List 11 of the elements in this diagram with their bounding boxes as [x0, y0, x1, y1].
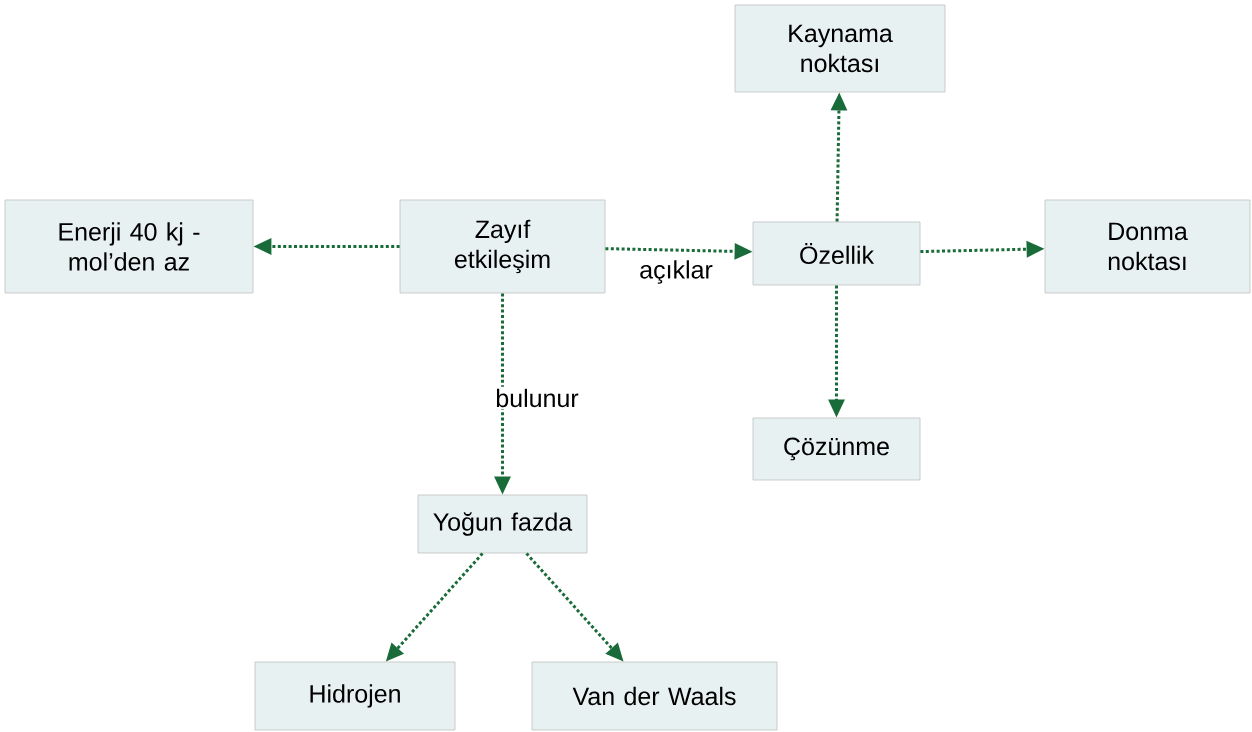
concept-box: Kaynama noktası: [734, 4, 946, 93]
edge-label: açıklar: [637, 258, 715, 286]
concept-box: Van der Waals: [531, 661, 778, 731]
concept-box: Hidrojen: [254, 661, 456, 731]
concept-box: Özellik: [752, 221, 921, 286]
edge-label: bulunur: [493, 386, 581, 410]
concept-box: Çözünme: [752, 417, 921, 481]
concept-box: Enerji 40 kj -mol’den az: [4, 199, 254, 294]
concept-box: Donma noktası: [1044, 199, 1251, 294]
concept-box: Zayıf etkileşim: [399, 199, 606, 294]
concept-box: Yoğun fazda: [417, 494, 588, 554]
